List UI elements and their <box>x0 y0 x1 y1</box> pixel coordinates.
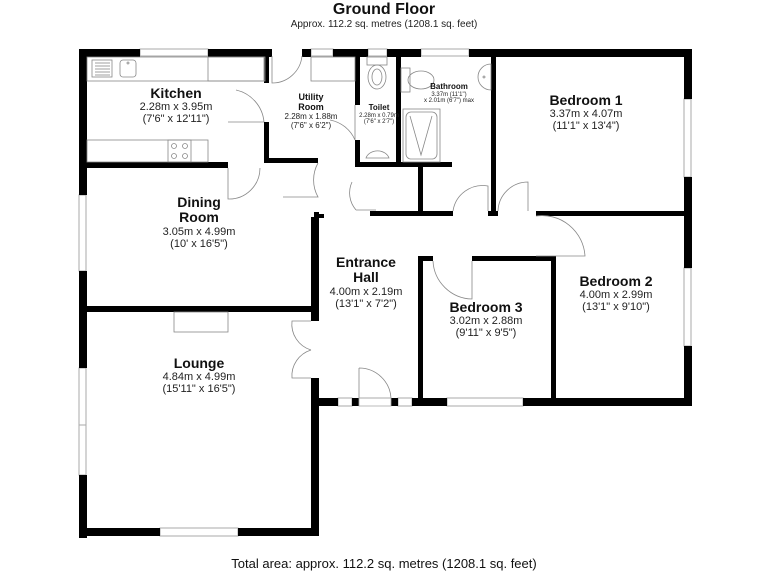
room-imperial: (15'11" x 16'5") <box>162 383 236 396</box>
toilet-bowl <box>367 64 387 90</box>
room-metric: 2.28m x 1.88m <box>284 111 338 121</box>
lounge-door-upper <box>291 320 312 351</box>
dining-window <box>78 194 87 272</box>
room-name: Bedroom 3 <box>449 299 523 315</box>
bedroom2-door <box>535 215 586 257</box>
room-imperial: (7'6" x 2'7") <box>363 119 395 126</box>
room-metric: 3.02m x 2.88m <box>449 315 523 328</box>
bedroom3-door <box>432 260 473 300</box>
room-name: Lounge <box>173 355 225 371</box>
room-name-line1: Dining <box>177 194 221 210</box>
lounge-door-lower <box>291 349 312 379</box>
bedroom1-door-right <box>497 181 529 212</box>
room-name-line1: Entrance <box>336 254 396 270</box>
room-imperial: (13'1" x 7'2") <box>335 297 397 310</box>
room-bedroom1: Bedroom 1 3.37m x 4.07m (11'1" x 13'4") <box>549 92 623 133</box>
doors <box>227 55 586 407</box>
room-metric: 4.84m x 4.99m <box>162 371 236 384</box>
walls <box>79 49 692 538</box>
room-name: Bedroom 2 <box>579 273 653 289</box>
room-name-line2: Room <box>179 209 219 226</box>
bedroom2-window <box>683 267 692 347</box>
room-bedroom2: Bedroom 2 4.00m x 2.99m (13'1" x 9'10") <box>579 273 653 314</box>
kitchen-drainer <box>91 59 113 78</box>
room-name: Bedroom 1 <box>549 92 623 108</box>
kitchen-counter-right <box>207 56 265 82</box>
toilet-basin <box>365 150 390 159</box>
room-imperial: (11'1" x 13'4") <box>552 120 620 133</box>
kitchen-counter-top <box>86 56 266 82</box>
total-area-footer: Total area: approx. 112.2 sq. metres (12… <box>231 556 537 571</box>
lounge-window-lower <box>78 424 87 476</box>
room-imperial: (13'1" x 9'10") <box>582 301 650 314</box>
room-name: Toilet <box>368 103 390 112</box>
bedroom1-window <box>683 98 692 178</box>
room-lounge: Lounge 4.84m x 4.99m (15'11" x 16'5") <box>162 355 236 396</box>
room-bedroom3: Bedroom 3 3.02m x 2.88m (9'11" x 9'5") <box>449 299 523 340</box>
lounge-bottom-window <box>159 527 239 537</box>
kitchen-sink <box>119 59 137 78</box>
bathroom-window <box>420 48 470 57</box>
kitchen-window <box>139 48 209 57</box>
bedroom1-door-left <box>452 185 489 212</box>
room-name: Bathroom <box>430 82 468 91</box>
room-metric: 2.28m x 0.79m <box>359 112 399 119</box>
room-kitchen: Kitchen 2.28m x 3.95m (7'6" x 12'11") <box>139 85 213 126</box>
room-imperial: x 2.01m (6'7") max <box>424 98 474 105</box>
room-metric: 3.37m x 4.07m <box>549 108 623 121</box>
room-entrance-hall: Entrance Hall 4.00m x 2.19m (13'1" x 7'2… <box>329 254 403 310</box>
hall-inner-door <box>349 181 376 211</box>
utility-window <box>310 48 334 57</box>
toilet-door <box>329 105 356 141</box>
hall-window-left <box>337 397 353 407</box>
room-metric: 3.05m x 4.99m <box>162 225 236 238</box>
utility-worktop <box>310 56 356 82</box>
utility-external-door <box>271 55 303 84</box>
room-metric: 4.00m x 2.19m <box>329 285 403 298</box>
bedroom3-window <box>446 397 524 407</box>
room-name-line1: Utility <box>298 92 324 102</box>
room-imperial: (9'11" x 9'5") <box>455 327 517 340</box>
bath-basin <box>477 63 492 91</box>
room-imperial: (7'6" x 12'11") <box>142 113 210 126</box>
fireplace <box>173 311 229 333</box>
room-name: Kitchen <box>150 85 202 101</box>
kitchen-door <box>228 89 265 123</box>
room-imperial: (10' x 16'5") <box>170 237 228 250</box>
front-door-threshold <box>358 397 392 407</box>
room-toilet: Toilet 2.28m x 0.79m (7'6" x 2'7") <box>359 103 399 126</box>
lounge-window-upper <box>78 367 87 426</box>
room-utility: Utility Room 2.28m x 1.88m (7'6" x 6'2") <box>284 92 338 130</box>
room-name-line2: Hall <box>353 269 379 286</box>
room-name-line2: Room <box>298 101 324 112</box>
kitchen-counter-bottom <box>86 139 209 163</box>
room-dining: Dining Room 3.05m x 4.99m (10' x 16'5") <box>162 194 236 250</box>
bath-wc-cistern <box>400 67 411 93</box>
kitchen-hob <box>167 139 192 163</box>
front-door <box>358 367 392 399</box>
room-metric: 2.28m x 3.95m <box>139 101 213 114</box>
toilet-window <box>367 48 388 57</box>
utility-to-hall-door <box>283 162 319 198</box>
floor-title: Ground Floor <box>332 1 436 18</box>
bath-wc-bowl <box>407 70 435 90</box>
room-metric: 3.37m (11'1") <box>431 91 467 98</box>
fixtures <box>86 56 492 333</box>
room-metric: 4.00m x 2.99m <box>579 289 653 302</box>
hall-window-right <box>397 397 413 407</box>
dining-door <box>227 167 261 200</box>
toilet-cistern <box>366 56 388 66</box>
room-bathroom: Bathroom 3.37m (11'1") x 2.01m (6'7") ma… <box>424 82 474 105</box>
floor-area-subtitle: Approx. 112.2 sq. metres (1208.1 sq. fee… <box>290 19 478 30</box>
bath-tub <box>402 108 441 163</box>
room-imperial: (7'6" x 6'2") <box>290 120 332 130</box>
